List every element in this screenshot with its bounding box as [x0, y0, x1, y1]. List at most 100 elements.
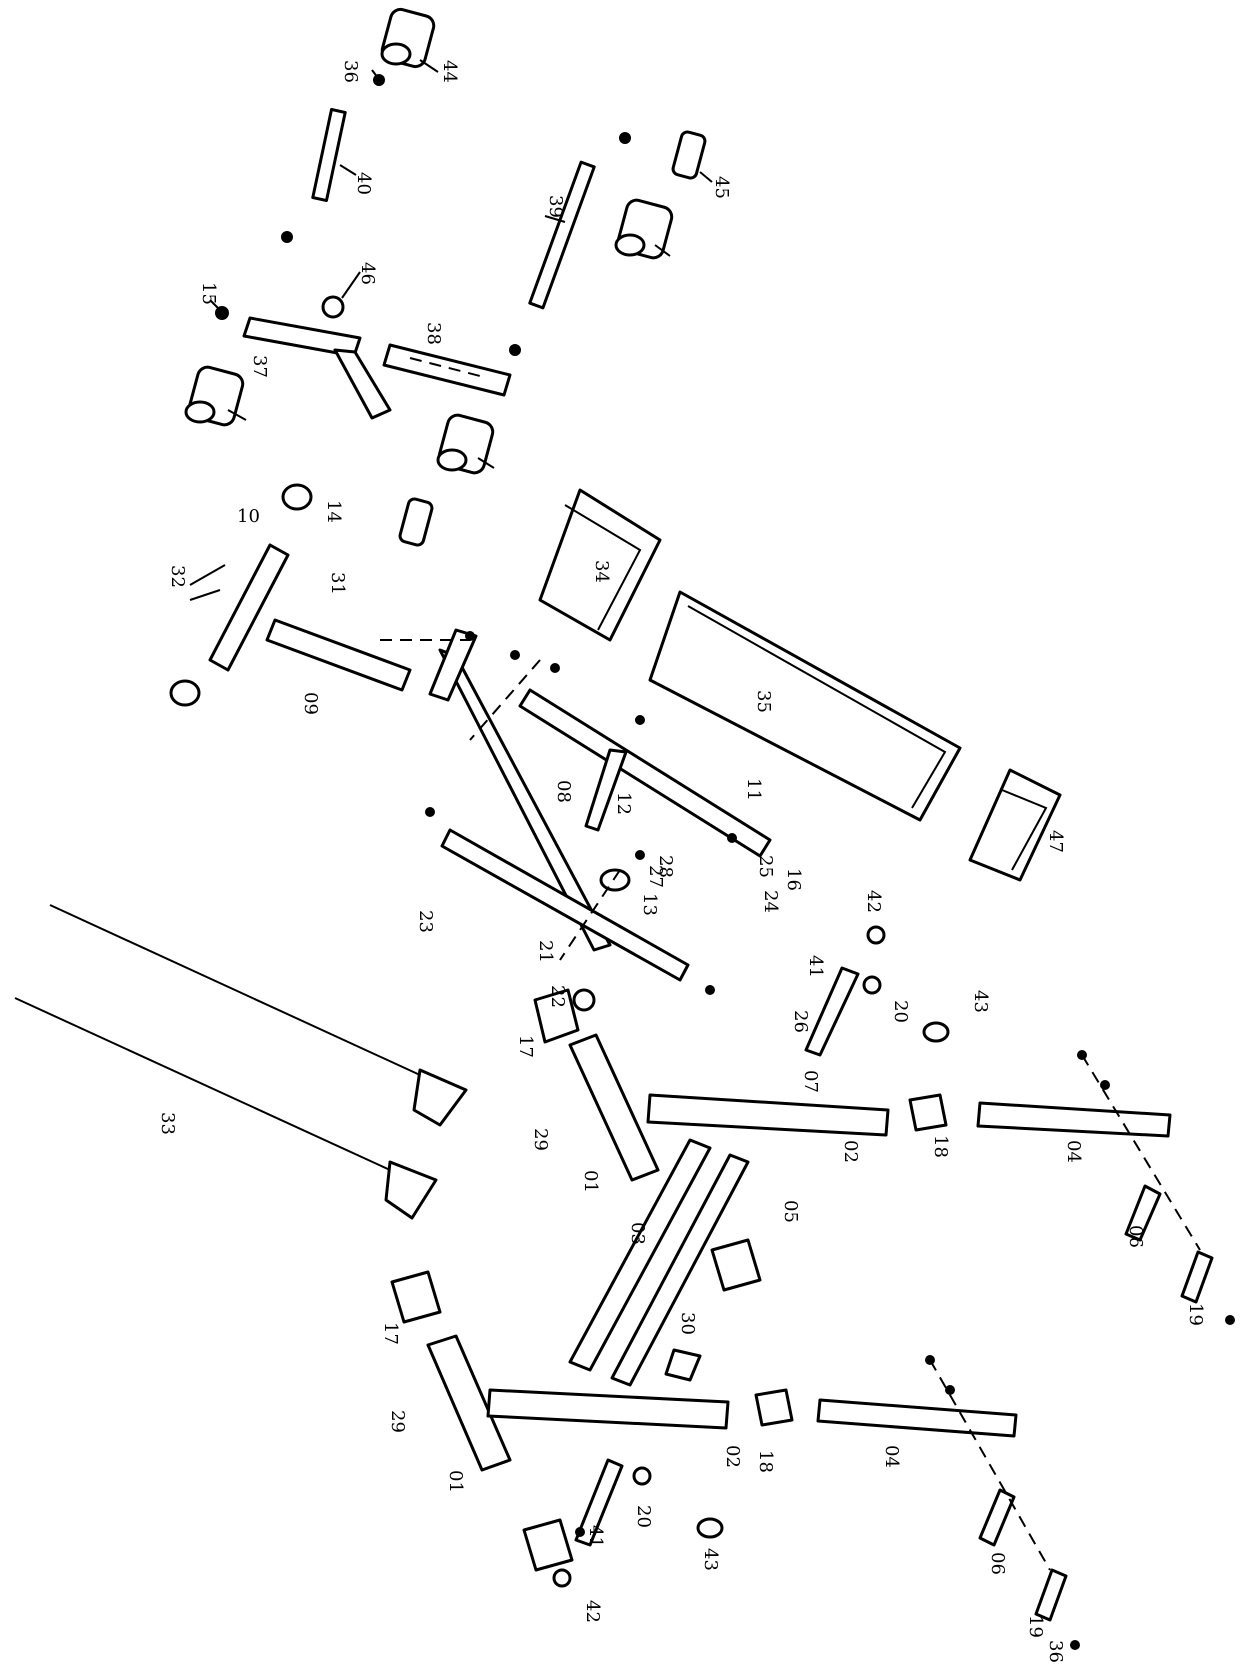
label-08: 08 — [553, 780, 574, 803]
part-37-leg-attachment — [242, 316, 392, 420]
label-16: 16 — [783, 868, 804, 891]
label-17-upper: 17 — [515, 1035, 536, 1058]
label-05: 05 — [780, 1200, 801, 1223]
label-39: 39 — [545, 195, 566, 218]
label-01-lower: 01 — [445, 1470, 466, 1493]
part-08-frame — [428, 628, 612, 952]
label-11-upper: 11 — [743, 778, 764, 801]
part-11-bar-lower — [440, 828, 690, 982]
part-43-disc-upper — [922, 1021, 950, 1043]
label-43-upper: 43 — [970, 990, 991, 1013]
label-47: 47 — [1045, 830, 1066, 853]
part-41-sleeve-upper — [804, 966, 860, 1057]
label-20-upper: 20 — [890, 1000, 911, 1023]
label-38: 38 — [423, 322, 444, 345]
label-25: 25 — [755, 855, 776, 878]
part-02-upright-upper — [646, 1093, 890, 1137]
label-35: 35 — [753, 690, 774, 713]
part-17-foot-bottom — [522, 1518, 574, 1572]
label-24: 24 — [760, 890, 781, 913]
label-12: 12 — [613, 792, 634, 815]
part-04-leg-upper — [976, 1101, 1172, 1138]
part-17-foot-left — [390, 1270, 442, 1324]
label-15: 15 — [198, 282, 219, 305]
part-20-bolt-upper — [862, 975, 882, 995]
label-33: 33 — [157, 1112, 178, 1135]
label-19-upper: 19 — [1185, 1303, 1206, 1326]
label-21: 21 — [535, 940, 556, 963]
label-42-lower: 42 — [582, 1600, 603, 1623]
part-09-bar — [265, 618, 412, 692]
label-06-lower: 06 — [987, 1552, 1008, 1575]
part-11-bar-upper — [518, 688, 772, 858]
part-19-pin-upper — [1180, 1250, 1214, 1304]
part-14-cap-bottom — [169, 679, 201, 707]
label-34: 34 — [591, 560, 612, 583]
part-47-foam-block — [968, 768, 1062, 882]
part-13-collar — [599, 868, 631, 892]
label-18-upper: 18 — [930, 1135, 951, 1158]
part-35-back-pad — [648, 590, 962, 822]
part-05-crossbar — [610, 1153, 750, 1387]
part-42-knob-lower — [552, 1568, 572, 1588]
lower-bolts — [575, 1050, 1235, 1650]
label-40: 40 — [353, 172, 374, 195]
part-45-pin-top — [671, 130, 713, 183]
label-41-upper: 41 — [805, 955, 826, 978]
label-37: 37 — [249, 355, 270, 378]
label-09: 09 — [300, 692, 321, 715]
label-36-bottom: 36 — [1045, 1640, 1066, 1663]
part-18-cap-lower — [754, 1388, 794, 1427]
part-42-knob-upper — [866, 925, 886, 945]
part-36-cap-c — [619, 132, 631, 144]
label-23: 23 — [415, 910, 436, 933]
part-19-pin-lower — [1034, 1568, 1068, 1622]
label-02-upper: 02 — [840, 1140, 861, 1163]
part-32-pins — [189, 564, 226, 601]
label-32: 32 — [167, 565, 188, 588]
label-44-top: 44 — [439, 60, 460, 83]
label-28: 28 — [655, 855, 676, 878]
part-44-roller-top — [380, 7, 439, 73]
part-04-leg-lower — [816, 1398, 1018, 1438]
part-12-strap — [584, 748, 628, 832]
part-46-knob-top — [321, 271, 361, 319]
part-18-cap-upper — [908, 1093, 948, 1132]
part-01-foot-lower — [426, 1334, 512, 1472]
upper-bolts — [380, 631, 737, 995]
label-10: 10 — [237, 506, 260, 527]
part-38-adjust-bar — [382, 343, 512, 397]
part-17-foot-middle — [710, 1238, 762, 1292]
part-36-cap-b — [281, 231, 293, 243]
part-labels: 01 02 03 04 05 06 07 08 09 10 11 12 13 1… — [157, 60, 1206, 1663]
label-20-lower: 20 — [633, 1505, 654, 1528]
label-29-upper: 29 — [530, 1128, 551, 1151]
label-04-upper: 04 — [1063, 1140, 1084, 1163]
part-33-cable-lower — [14, 997, 438, 1220]
label-26: 26 — [790, 1010, 811, 1033]
part-44-roller-left — [184, 365, 247, 427]
part-15-clip — [209, 299, 229, 320]
label-04-lower: 04 — [881, 1445, 902, 1468]
part-14-cap-top — [281, 483, 313, 511]
label-31: 31 — [327, 572, 348, 595]
label-36-top: 36 — [340, 60, 361, 83]
label-45-top: 45 — [711, 176, 732, 199]
label-07-upper: 07 — [800, 1070, 821, 1093]
part-06-roller-lower — [978, 1488, 1016, 1547]
label-03: 03 — [627, 1222, 648, 1245]
label-46-top: 46 — [357, 262, 378, 285]
label-22: 22 — [547, 985, 568, 1008]
part-41-sleeve-lower — [574, 1458, 624, 1547]
part-40-rod — [311, 108, 357, 202]
part-33-cable-upper — [49, 904, 468, 1127]
part-07-bracket-lower — [664, 1348, 702, 1382]
part-44-roller-mid — [436, 413, 495, 475]
part-10-tube — [208, 543, 290, 672]
part-06-roller-upper — [1124, 1184, 1162, 1242]
part-34-seat-pad — [538, 488, 662, 642]
label-43-lower: 43 — [700, 1548, 721, 1571]
label-30: 30 — [677, 1312, 698, 1335]
